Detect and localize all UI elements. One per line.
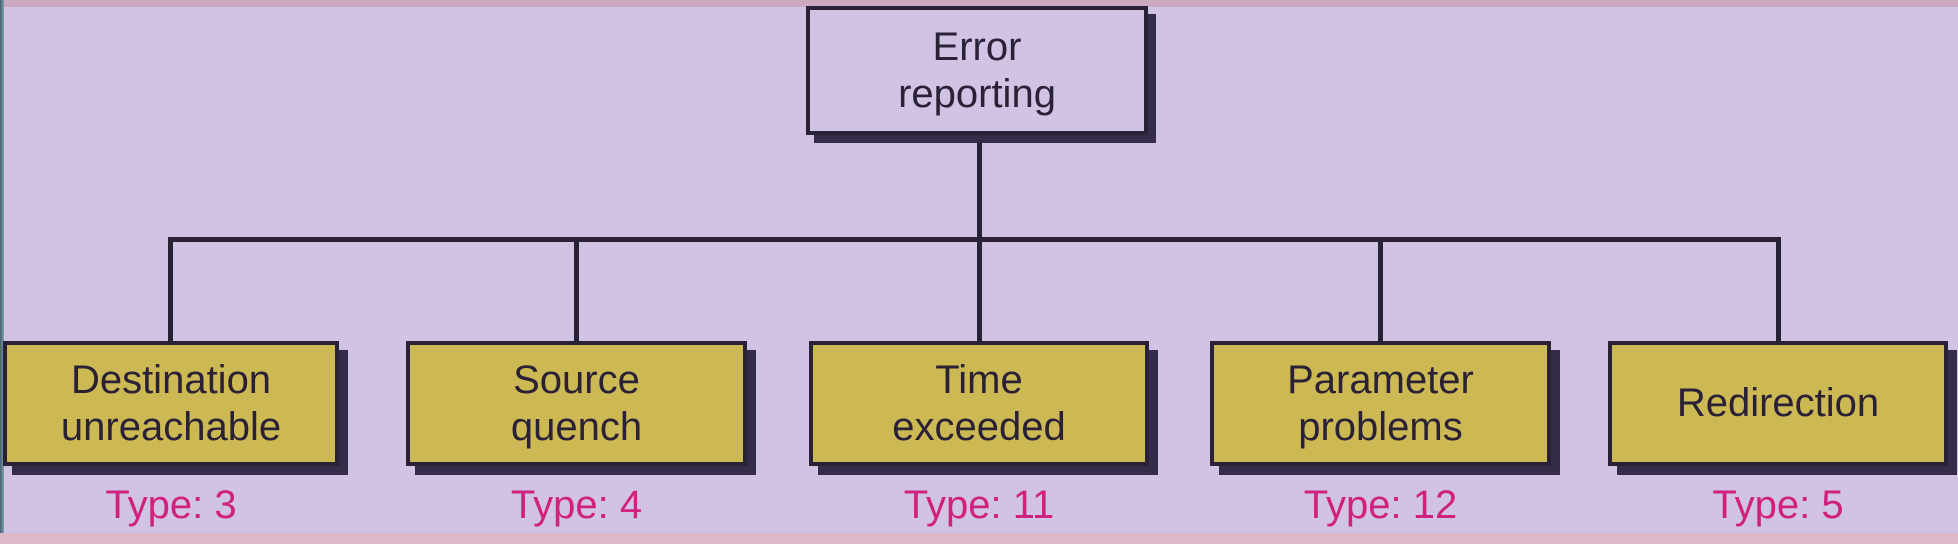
node-redirection: Redirection bbox=[1608, 341, 1948, 466]
node-parameter-problems: Parameter problems bbox=[1210, 341, 1551, 466]
bottom-border-strip bbox=[0, 533, 1958, 544]
connector-drop-source-quench bbox=[574, 239, 579, 342]
type-label-redirection: Type: 5 bbox=[1712, 483, 1844, 527]
node-time-exceeded: Time exceeded bbox=[809, 341, 1149, 466]
left-edge-line bbox=[0, 0, 4, 544]
node-destination-unreachable: Destination unreachable bbox=[3, 341, 339, 466]
type-label-time-exceeded: Type: 11 bbox=[903, 483, 1055, 527]
node-redirection-label: Redirection bbox=[1676, 381, 1880, 426]
type-label-parameter-problems: Type: 12 bbox=[1303, 483, 1458, 527]
node-destination-unreachable-label: Destination unreachable bbox=[60, 357, 282, 449]
type-label-source-quench: Type: 4 bbox=[510, 483, 643, 527]
connector-drop-time-exceeded bbox=[977, 239, 982, 342]
node-error-reporting: Error reporting bbox=[806, 6, 1148, 135]
node-source-quench: Source quench bbox=[406, 341, 747, 466]
node-error-reporting-label: Error reporting bbox=[898, 24, 1056, 116]
type-label-destination-unreachable: Type: 3 bbox=[105, 483, 237, 527]
connector-root-vertical bbox=[977, 133, 982, 239]
node-source-quench-label: Source quench bbox=[510, 357, 643, 449]
top-border-strip bbox=[0, 0, 1958, 7]
connector-drop-destination-unreachable bbox=[168, 239, 173, 342]
node-time-exceeded-label: Time exceeded bbox=[892, 357, 1066, 449]
connector-drop-parameter-problems bbox=[1378, 239, 1383, 342]
connector-drop-redirection bbox=[1776, 239, 1781, 342]
node-parameter-problems-label: Parameter problems bbox=[1287, 357, 1474, 449]
connector-horizontal bbox=[168, 237, 1781, 242]
